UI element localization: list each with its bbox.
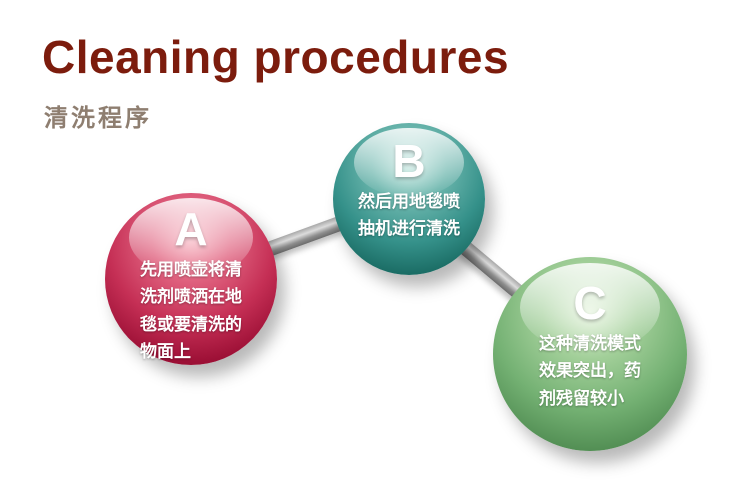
node-b-line: 然后用地毯喷 (358, 191, 460, 211)
node-a-letter: A (174, 203, 208, 255)
node-a-line: 物面上 (140, 342, 191, 362)
node-a-line: 先用喷壶将清 (140, 259, 242, 279)
node-a-line: 毯或要清洗的 (140, 314, 242, 334)
page-title: Cleaning procedures (42, 31, 510, 83)
node-a: A 先用喷壶将清 洗剂喷洒在地 毯或要清洗的 物面上 (105, 193, 277, 365)
node-a-text: 先用喷壶将清 洗剂喷洒在地 毯或要清洗的 物面上 (140, 256, 242, 366)
node-a-line: 洗剂喷洒在地 (140, 287, 242, 307)
node-b: B 然后用地毯喷 抽机进行清洗 (333, 123, 485, 275)
page-subtitle: 清洗程序 (44, 105, 152, 132)
node-c-line: 这种清洗模式 (539, 333, 641, 353)
node-c-letter: C (573, 277, 607, 329)
node-b-line: 抽机进行清洗 (358, 219, 460, 239)
node-c-text: 这种清洗模式 效果突出，药 剂残留较小 (539, 330, 641, 413)
node-c-line: 效果突出，药 (539, 361, 641, 381)
node-c-line: 剂残留较小 (539, 388, 624, 408)
node-c: C 这种清洗模式 效果突出，药 剂残留较小 (493, 257, 687, 451)
node-b-letter: B (392, 135, 426, 187)
node-b-text: 然后用地毯喷 抽机进行清洗 (358, 188, 460, 243)
